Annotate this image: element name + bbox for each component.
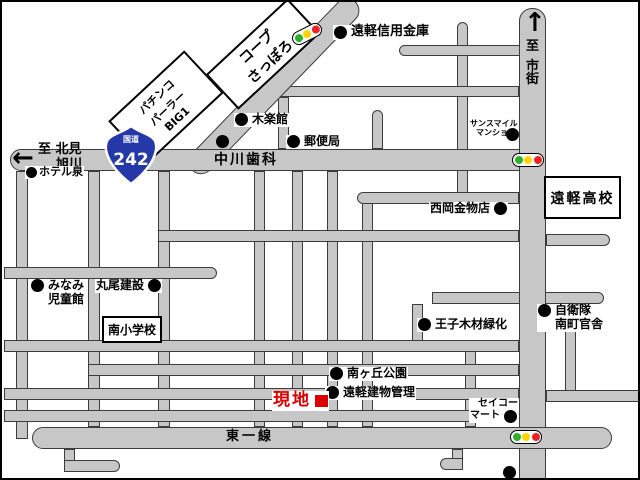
minami-school-box: 南小学校	[102, 316, 162, 343]
road-vertical-d	[372, 110, 383, 149]
unlabeled-dot-icon	[503, 466, 516, 478]
park-dot-icon	[330, 367, 343, 381]
poi-mokurakukan: 木楽館	[234, 112, 290, 127]
direction-to-city: 至 市 街	[519, 40, 546, 87]
traffic-light-icon-main	[512, 153, 544, 167]
poi-maruo-kensetsu: 丸尾建設	[95, 278, 163, 293]
road-band4	[4, 410, 472, 422]
road-top2	[270, 86, 519, 97]
poi-minamigaoka-park: 南ヶ丘公園	[329, 366, 409, 381]
road-vertical-left2	[88, 171, 100, 427]
sunsmile-dot-icon	[506, 128, 519, 141]
left-arrow-icon: ←	[12, 143, 34, 173]
oji-dot-icon	[418, 318, 431, 332]
site-square-icon	[315, 394, 328, 407]
road-vertical-mid1	[254, 171, 265, 427]
route-badge-type: 国道	[123, 134, 139, 144]
maruo-dot-icon	[148, 279, 162, 293]
poi-engaru-shinkin: 遠軽信用金庫	[333, 24, 431, 40]
signal-red	[531, 433, 540, 441]
road-hook-right-h	[440, 458, 463, 470]
minami-school-label: 南小学校	[107, 323, 156, 337]
nishioka-dot-icon	[494, 202, 508, 216]
sunsmile-line1: サンスマイル	[470, 119, 518, 128]
minami-jidokan-line2: 児童館	[48, 291, 85, 306]
jieitai-dot-icon	[538, 304, 551, 318]
signal-red	[533, 156, 542, 164]
road-hook-left-h	[64, 460, 120, 472]
road-top1	[399, 45, 523, 56]
poi-hotel-izumi: ホテル泉	[25, 165, 84, 179]
poi-jieitai-kansha: 自衛隊 南町官舎	[537, 303, 605, 332]
engaru-shinkin-label: 遠軽信用金庫	[351, 24, 430, 39]
mokurakukan-dot-icon	[235, 113, 248, 127]
post-office-label: 郵便局	[304, 134, 341, 148]
seico-line1: セイコー	[478, 398, 518, 409]
to-city-char2: 市	[525, 58, 539, 74]
poi-minami-jidokan: みなみ 児童館	[30, 278, 86, 307]
signal-yellow	[522, 433, 530, 441]
road-main-242	[10, 149, 546, 171]
signal-yellow	[524, 156, 532, 164]
road-vertical-mid3	[327, 171, 338, 427]
nakagawa-dental-label: 中川歯科	[214, 152, 278, 168]
jieitai-line2: 南町官舎	[555, 316, 604, 331]
to-city-char3: 街	[525, 72, 539, 88]
road-vertical-mid2	[292, 171, 303, 427]
engaru-highschool-label: 遠軽高校	[550, 190, 615, 207]
minami-jidokan-dot-icon	[31, 279, 44, 293]
poi-engaru-tatemono: 遠軽建物管理	[325, 385, 417, 400]
poi-nishioka-hardware: 西岡金物店	[429, 201, 509, 216]
traffic-light-icon-bottom	[510, 430, 542, 444]
sunsmile-line2: マンション	[476, 128, 516, 138]
minami-jidokan-line1: みなみ	[48, 278, 85, 292]
to-city-char1: 至	[525, 39, 539, 54]
hotel-izumi-label: ホテル泉	[39, 165, 83, 178]
site-label: 現地	[273, 390, 311, 410]
hotel-izumi-dot-icon	[26, 166, 37, 178]
road-spur-highschool	[546, 234, 610, 246]
poi-oji-mokuzai: 王子木材緑化	[417, 317, 509, 332]
road-left1	[4, 267, 217, 279]
seico-dot-icon	[504, 409, 517, 423]
direction-kitami-line1: 至 北見	[38, 142, 82, 157]
tatemono-label: 遠軽建物管理	[343, 385, 416, 399]
site-marker: 現地	[272, 390, 329, 411]
signal-red	[310, 24, 321, 36]
maruo-label: 丸尾建設	[96, 278, 145, 292]
park-label: 南ヶ丘公園	[347, 366, 408, 380]
signal-green	[514, 156, 523, 164]
poi-seicomart: セイコー マート	[469, 398, 519, 423]
seico-line2: マート	[470, 410, 500, 422]
poi-post-office: 郵便局	[286, 134, 342, 149]
route-242-badge: 国道 242	[104, 124, 158, 186]
route-badge-shield	[104, 124, 158, 186]
engaru-highschool-box: 遠軽高校	[544, 176, 621, 219]
engaru-shinkin-dot-icon	[334, 25, 347, 39]
tatemono-dot-icon	[326, 386, 339, 400]
higashi-issen-label: 東一線	[226, 429, 275, 444]
route-badge-number: 242	[113, 150, 149, 170]
post-office-dot-icon	[287, 135, 300, 149]
road-higashi-issen	[32, 427, 612, 449]
road-band3	[4, 388, 519, 400]
road-to-city	[519, 8, 546, 478]
road-right2	[432, 292, 604, 304]
oji-label: 王子木材緑化	[435, 317, 508, 331]
road-band2	[88, 364, 519, 376]
up-arrow-icon: ↑	[524, 8, 546, 38]
road-mid2	[158, 230, 519, 242]
road-vertical-left1	[16, 171, 28, 439]
nakagawa-dental-dot-icon	[216, 135, 229, 148]
nishioka-label: 西岡金物店	[430, 201, 491, 215]
road-band1	[4, 340, 519, 352]
road-right3	[546, 390, 638, 402]
jieitai-line1: 自衛隊	[555, 303, 592, 317]
mokurakukan-label: 木楽館	[252, 112, 289, 126]
signal-green	[512, 433, 521, 441]
